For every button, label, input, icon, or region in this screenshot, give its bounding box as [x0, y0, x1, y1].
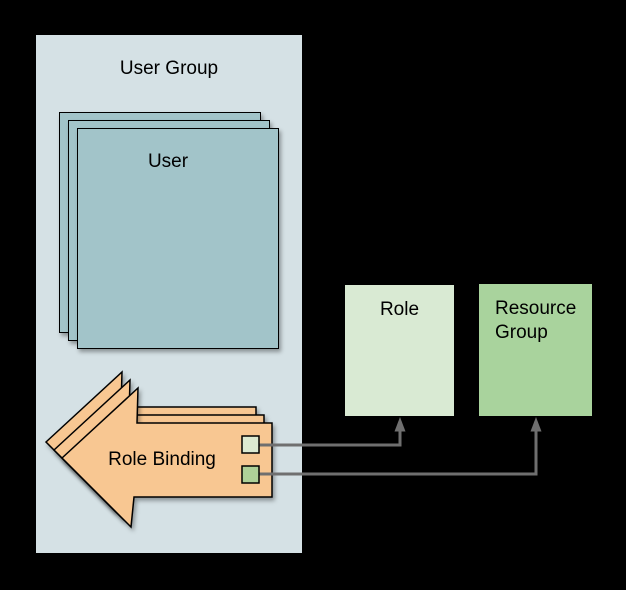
- role-box: Role: [345, 285, 454, 416]
- role-box-label: Role: [379, 299, 420, 320]
- resource-group-box: Resource Group: [479, 284, 592, 416]
- connector-role-arrowhead: [394, 417, 406, 432]
- role-binding-label: Role Binding: [108, 449, 216, 470]
- user-group-label: User Group: [119, 58, 219, 79]
- user-card-front: [77, 128, 279, 349]
- user-label: User: [147, 151, 189, 172]
- connector-resource-group-arrowhead: [530, 417, 542, 432]
- resource-group-box-label: Resource Group: [495, 298, 577, 343]
